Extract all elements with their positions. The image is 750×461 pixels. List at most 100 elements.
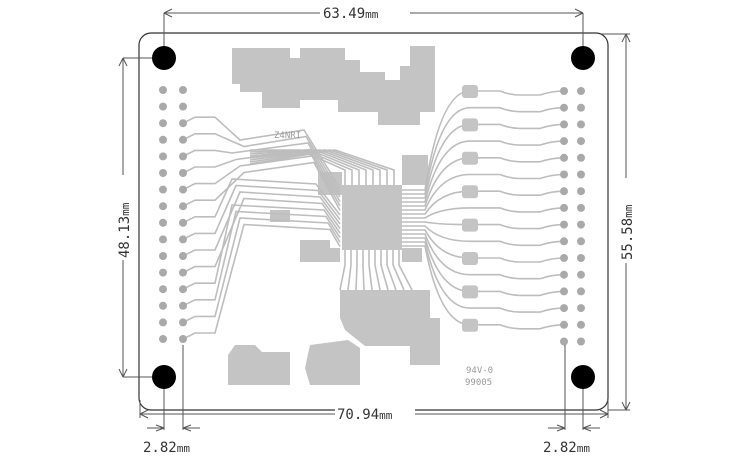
header-pin bbox=[179, 218, 187, 227]
trace bbox=[182, 204, 341, 290]
header-pin bbox=[577, 220, 585, 229]
smd-pad bbox=[462, 151, 478, 165]
header-pin bbox=[560, 237, 568, 246]
header-pin bbox=[159, 252, 167, 260]
svg-text:2.82mm: 2.82mm bbox=[143, 440, 190, 456]
dimension-left: 48.13mm bbox=[114, 57, 152, 378]
header-pin bbox=[159, 119, 167, 128]
header-pin bbox=[179, 86, 187, 94]
header-pin bbox=[560, 320, 568, 329]
trace bbox=[402, 207, 565, 219]
header-pin bbox=[577, 320, 585, 329]
header-pin bbox=[179, 169, 187, 177]
header-pin bbox=[560, 137, 568, 146]
header-pin bbox=[560, 220, 568, 229]
trace bbox=[402, 241, 565, 313]
svg-text:55.58mm: 55.58mm bbox=[620, 204, 636, 260]
smd-pad bbox=[462, 252, 478, 265]
trace bbox=[368, 250, 373, 291]
trace bbox=[402, 173, 565, 211]
trace bbox=[339, 250, 346, 291]
trace bbox=[182, 184, 341, 241]
copper-pours bbox=[228, 46, 440, 385]
header-pin bbox=[577, 103, 585, 112]
trace bbox=[402, 123, 565, 199]
trace bbox=[402, 190, 565, 215]
trace bbox=[392, 250, 405, 291]
trace bbox=[249, 149, 381, 185]
trace bbox=[249, 149, 374, 185]
header-pin bbox=[577, 87, 585, 95]
header-pin bbox=[159, 169, 167, 177]
trace bbox=[402, 140, 565, 203]
svg-text:2.82mm: 2.82mm bbox=[543, 440, 590, 456]
header-pin bbox=[179, 268, 187, 277]
header-pin bbox=[179, 185, 187, 194]
header-pin bbox=[577, 254, 585, 262]
trace bbox=[402, 245, 565, 330]
smd-pad bbox=[462, 285, 478, 299]
trace bbox=[182, 217, 341, 324]
header-pin bbox=[179, 335, 187, 343]
trace bbox=[182, 155, 341, 207]
trace bbox=[347, 250, 352, 291]
trace bbox=[249, 149, 388, 185]
trace bbox=[402, 221, 565, 230]
trace bbox=[182, 178, 341, 224]
trace bbox=[398, 250, 413, 291]
traces bbox=[182, 90, 565, 340]
header-pin bbox=[179, 152, 187, 161]
dimension-right-pin-offset: 2.82mm bbox=[543, 345, 600, 456]
header-pin bbox=[159, 318, 167, 327]
header-pin bbox=[179, 285, 187, 294]
header-pin bbox=[560, 87, 568, 95]
header-pin bbox=[560, 103, 568, 112]
header-pins bbox=[159, 85, 585, 346]
trace bbox=[402, 229, 565, 263]
silk-label-top: Z4NRI bbox=[274, 131, 301, 141]
header-pin bbox=[560, 270, 568, 279]
header-pin bbox=[159, 335, 167, 343]
header-pin bbox=[560, 187, 568, 196]
trace bbox=[374, 250, 381, 291]
dimension-left-pin-offset: 2.82mm bbox=[143, 345, 200, 456]
trace bbox=[249, 149, 367, 185]
header-pin bbox=[577, 153, 585, 162]
header-pin bbox=[577, 137, 585, 146]
header-pin bbox=[179, 318, 187, 327]
header-pin bbox=[159, 202, 167, 211]
trace bbox=[250, 149, 346, 185]
smd-pad bbox=[462, 85, 478, 98]
header-pin bbox=[159, 86, 167, 94]
trace bbox=[182, 116, 341, 189]
trace bbox=[182, 191, 341, 257]
header-pin bbox=[159, 285, 167, 294]
silk-code: 99005 bbox=[465, 378, 492, 388]
header-pin bbox=[159, 218, 167, 227]
header-pin bbox=[560, 153, 568, 162]
trace bbox=[182, 133, 341, 193]
header-pin bbox=[159, 235, 167, 244]
mounting-hole-bottom-right bbox=[571, 365, 595, 389]
header-pin bbox=[577, 203, 585, 212]
dimension-right: 55.58mm bbox=[600, 33, 636, 411]
header-pin bbox=[560, 203, 568, 212]
trace bbox=[402, 225, 565, 247]
header-pin bbox=[159, 152, 167, 161]
smd-pad bbox=[462, 185, 478, 199]
trace bbox=[249, 149, 395, 185]
smd-pad bbox=[462, 118, 478, 132]
silk-rating: 94V-0 bbox=[466, 366, 493, 376]
header-pin bbox=[179, 202, 187, 211]
trace bbox=[182, 148, 341, 202]
trace bbox=[182, 197, 341, 274]
header-pin bbox=[577, 120, 585, 129]
header-pin bbox=[560, 287, 568, 296]
header-pin bbox=[179, 135, 187, 144]
header-pin bbox=[179, 102, 187, 111]
header-pin bbox=[159, 268, 167, 277]
trace bbox=[182, 210, 341, 307]
svg-text:48.13mm: 48.13mm bbox=[117, 202, 133, 258]
smd-pad bbox=[462, 218, 478, 232]
